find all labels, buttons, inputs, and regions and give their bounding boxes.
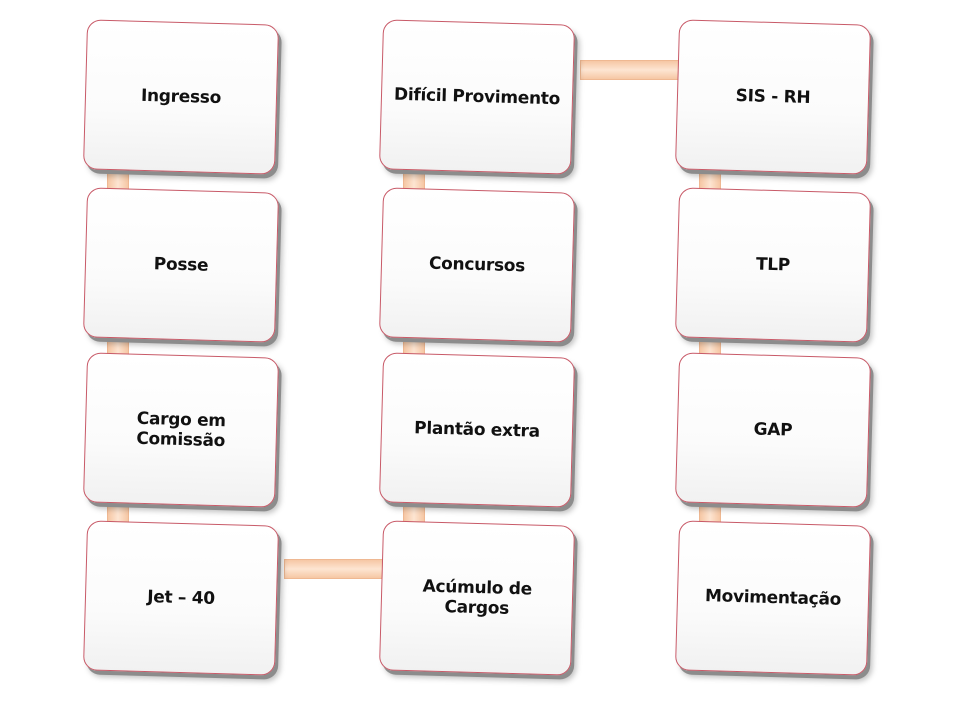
box-gap: GAP — [674, 352, 872, 508]
box-movimentacao: Movimentação — [674, 520, 872, 676]
box-posse: Posse — [82, 187, 280, 343]
box-dificil-provimento: Difícil Provimento — [378, 19, 576, 175]
box-label: GAP — [753, 419, 793, 441]
box-label: Difícil Provimento — [393, 84, 561, 110]
connector-horizontal — [580, 60, 684, 80]
box-label: TLP — [755, 254, 791, 276]
box-label: Movimentação — [704, 585, 842, 610]
box-label: Ingresso — [140, 85, 222, 108]
box-label: Concursos — [428, 253, 526, 277]
box-sis-rh: SIS - RH — [674, 19, 872, 175]
box-tlp: TLP — [674, 187, 872, 343]
box-label: Posse — [153, 254, 209, 276]
box-ingresso: Ingresso — [82, 19, 280, 175]
box-jet-40: Jet – 40 — [82, 520, 280, 676]
box-acumulo-de-cargos: Acúmulo de Cargos — [378, 520, 576, 676]
connector-horizontal — [284, 559, 388, 579]
box-label: Cargo em Comissão — [136, 408, 227, 452]
box-label: Plantão extra — [413, 418, 541, 442]
box-cargo-em-comissao: Cargo em Comissão — [82, 352, 280, 508]
box-label: Jet – 40 — [146, 586, 216, 609]
box-plantao-extra: Plantão extra — [378, 352, 576, 508]
box-label: SIS - RH — [735, 85, 811, 108]
box-concursos: Concursos — [378, 187, 576, 343]
box-label: Acúmulo de Cargos — [422, 576, 533, 619]
